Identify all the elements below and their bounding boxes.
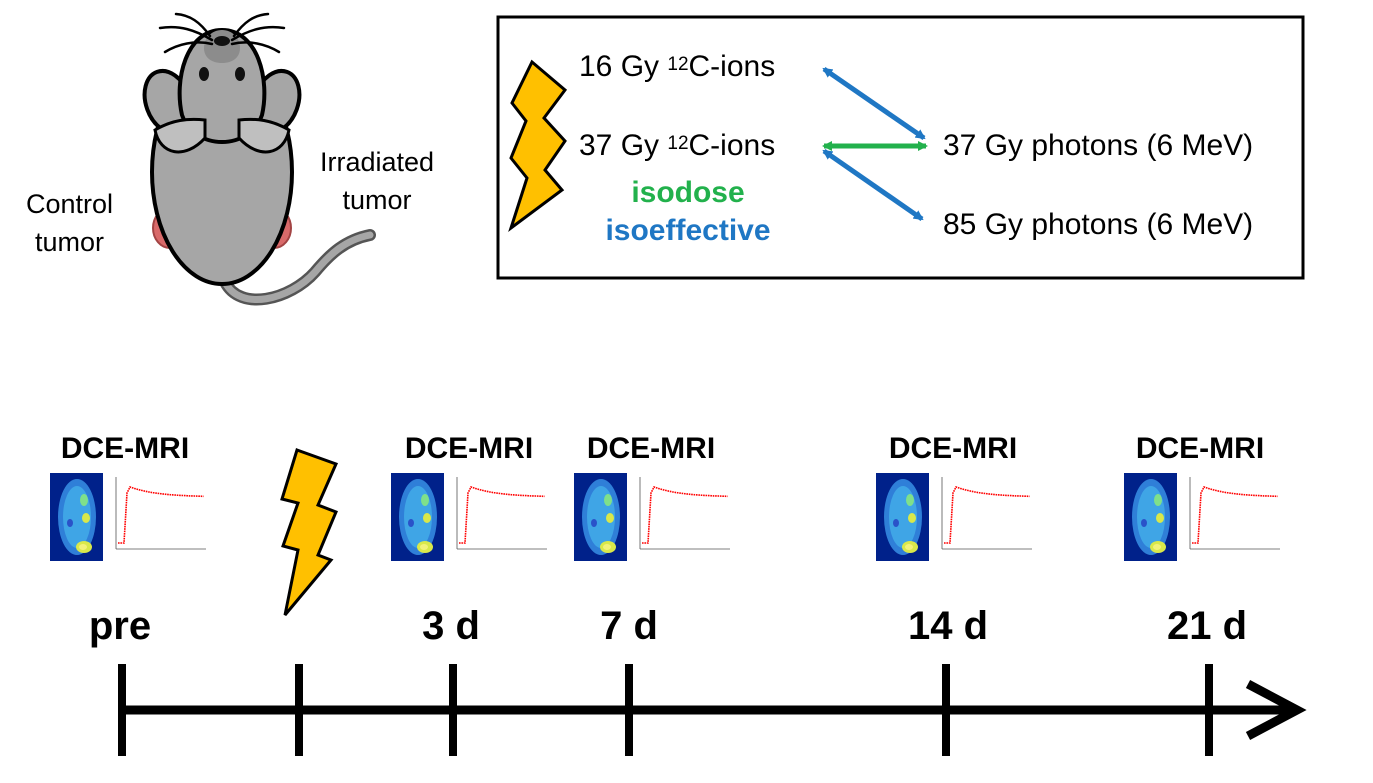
carbon-37gy-label: 37 Gy 12C-ions	[579, 129, 776, 162]
arrow-16gy-37photons	[822, 66, 926, 141]
timepoint-14d: 14 d	[907, 604, 989, 648]
isodose-label: isodose	[631, 176, 745, 209]
mri-thumbnail-pre	[50, 473, 208, 561]
mouse-nose	[214, 36, 230, 46]
lightning-icon	[508, 59, 568, 232]
carbon-16gy-label: 16 Gy 12C-ions	[579, 50, 776, 83]
mri-thumbnail-3d	[391, 473, 549, 561]
photons-85gy-label: 85 Gy photons (6 MeV)	[943, 208, 1254, 241]
timeline-axis	[118, 664, 1307, 756]
photons-37gy-label: 37 Gy photons (6 MeV)	[943, 129, 1254, 162]
timepoint-7d: 7 d	[600, 604, 658, 648]
irradiation-lightning-icon	[280, 448, 339, 616]
axis-arrowhead-icon	[1245, 680, 1307, 740]
mri-thumbnail-21d	[1124, 473, 1282, 561]
mouse-illustration	[142, 12, 376, 306]
timepoint-21d: 21 d	[1166, 604, 1248, 648]
mri-thumbnail-14d	[876, 473, 1034, 561]
dce-mri-label-21d: DCE-MRI	[1135, 432, 1265, 465]
irradiated-tumor-label: Irradiated tumor	[320, 147, 435, 215]
dce-mri-label-14d: DCE-MRI	[888, 432, 1018, 465]
control-tumor-label: Control tumor	[26, 189, 114, 257]
mouse-head	[177, 27, 267, 145]
dce-mri-label-pre: DCE-MRI	[60, 432, 190, 465]
timepoint-3d: 3 d	[422, 604, 480, 648]
dce-mri-label-7d: DCE-MRI	[586, 432, 716, 465]
arrow-37gy-85photons	[822, 148, 924, 222]
isoeffective-label: isoeffective	[605, 214, 771, 247]
timepoint-pre: pre	[88, 604, 152, 648]
dce-mri-label-3d: DCE-MRI	[404, 432, 534, 465]
mri-thumbnail-7d	[574, 473, 732, 561]
